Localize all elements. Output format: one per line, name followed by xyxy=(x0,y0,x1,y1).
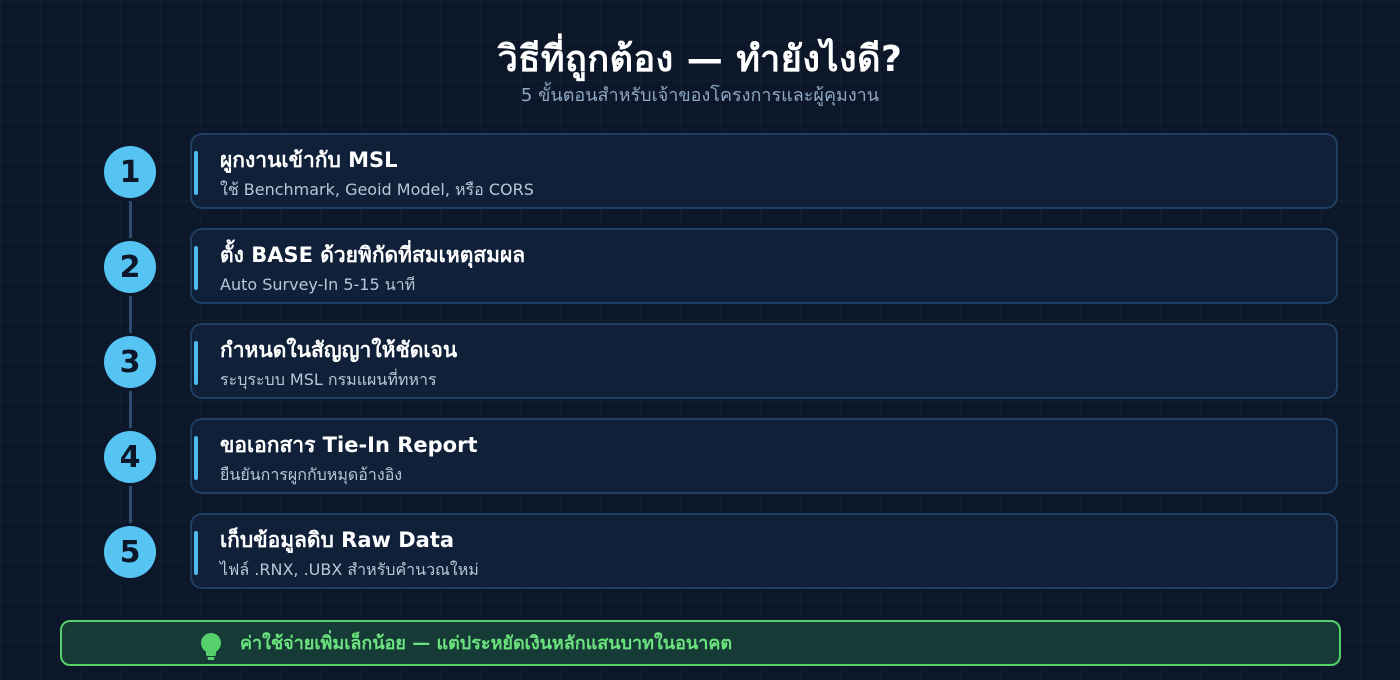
step-card: ผูกงานเข้ากับ MSL ใช้ Benchmark, Geoid M… xyxy=(190,133,1338,209)
step-card: เก็บข้อมูลดิบ Raw Data ไฟล์ .RNX, .UBX ส… xyxy=(190,513,1338,589)
step-accent-bar xyxy=(194,246,198,290)
footer-banner: ค่าใช้จ่ายเพิ่มเล็กน้อย — แต่ประหยัดเงิน… xyxy=(60,620,1341,666)
step-card: ขอเอกสาร Tie-In Report ยืนยันการผูกกับหม… xyxy=(190,418,1338,494)
step-item: 2 ตั้ง BASE ด้วยพิกัดที่สมเหตุสมผล Auto … xyxy=(0,228,1400,306)
step-description: Auto Survey-In 5-15 นาที xyxy=(220,275,416,294)
page-title: วิธีที่ถูกต้อง — ทำยังไงดี? xyxy=(497,39,903,80)
step-accent-bar xyxy=(194,151,198,195)
step-accent-bar xyxy=(194,341,198,385)
step-description: ไฟล์ .RNX, .UBX สำหรับคำนวณใหม่ xyxy=(220,560,479,579)
lightbulb-icon xyxy=(201,633,221,660)
step-number-badge: 4 xyxy=(104,431,156,483)
step-title: กำหนดในสัญญาให้ชัดเจน xyxy=(220,338,458,362)
step-number-badge: 3 xyxy=(104,336,156,388)
step-accent-bar xyxy=(194,531,198,575)
step-title: เก็บข้อมูลดิบ Raw Data xyxy=(220,528,455,552)
step-title: ตั้ง BASE ด้วยพิกัดที่สมเหตุสมผล xyxy=(220,243,526,267)
step-number-badge: 2 xyxy=(104,241,156,293)
step-number-badge: 1 xyxy=(104,146,156,198)
step-description: ยืนยันการผูกกับหมุดอ้างอิง xyxy=(220,465,403,484)
step-number-badge: 5 xyxy=(104,526,156,578)
step-item: 5 เก็บข้อมูลดิบ Raw Data ไฟล์ .RNX, .UBX… xyxy=(0,513,1400,591)
step-accent-bar xyxy=(194,436,198,480)
step-title: ขอเอกสาร Tie-In Report xyxy=(220,433,478,457)
step-card: กำหนดในสัญญาให้ชัดเจน ระบุระบบ MSL กรมแผ… xyxy=(190,323,1338,399)
step-card: ตั้ง BASE ด้วยพิกัดที่สมเหตุสมผล Auto Su… xyxy=(190,228,1338,304)
step-item: 4 ขอเอกสาร Tie-In Report ยืนยันการผูกกับ… xyxy=(0,418,1400,496)
step-description: ใช้ Benchmark, Geoid Model, หรือ CORS xyxy=(220,180,534,199)
step-description: ระบุระบบ MSL กรมแผนที่ทหาร xyxy=(220,370,437,389)
step-item: 3 กำหนดในสัญญาให้ชัดเจน ระบุระบบ MSL กรม… xyxy=(0,323,1400,401)
step-item: 1 ผูกงานเข้ากับ MSL ใช้ Benchmark, Geoid… xyxy=(0,133,1400,211)
page-subtitle: 5 ขั้นตอนสำหรับเจ้าของโครงการและผู้คุมงา… xyxy=(520,85,880,106)
footer-text: ค่าใช้จ่ายเพิ่มเล็กน้อย — แต่ประหยัดเงิน… xyxy=(240,633,733,654)
step-title: ผูกงานเข้ากับ MSL xyxy=(220,148,398,172)
